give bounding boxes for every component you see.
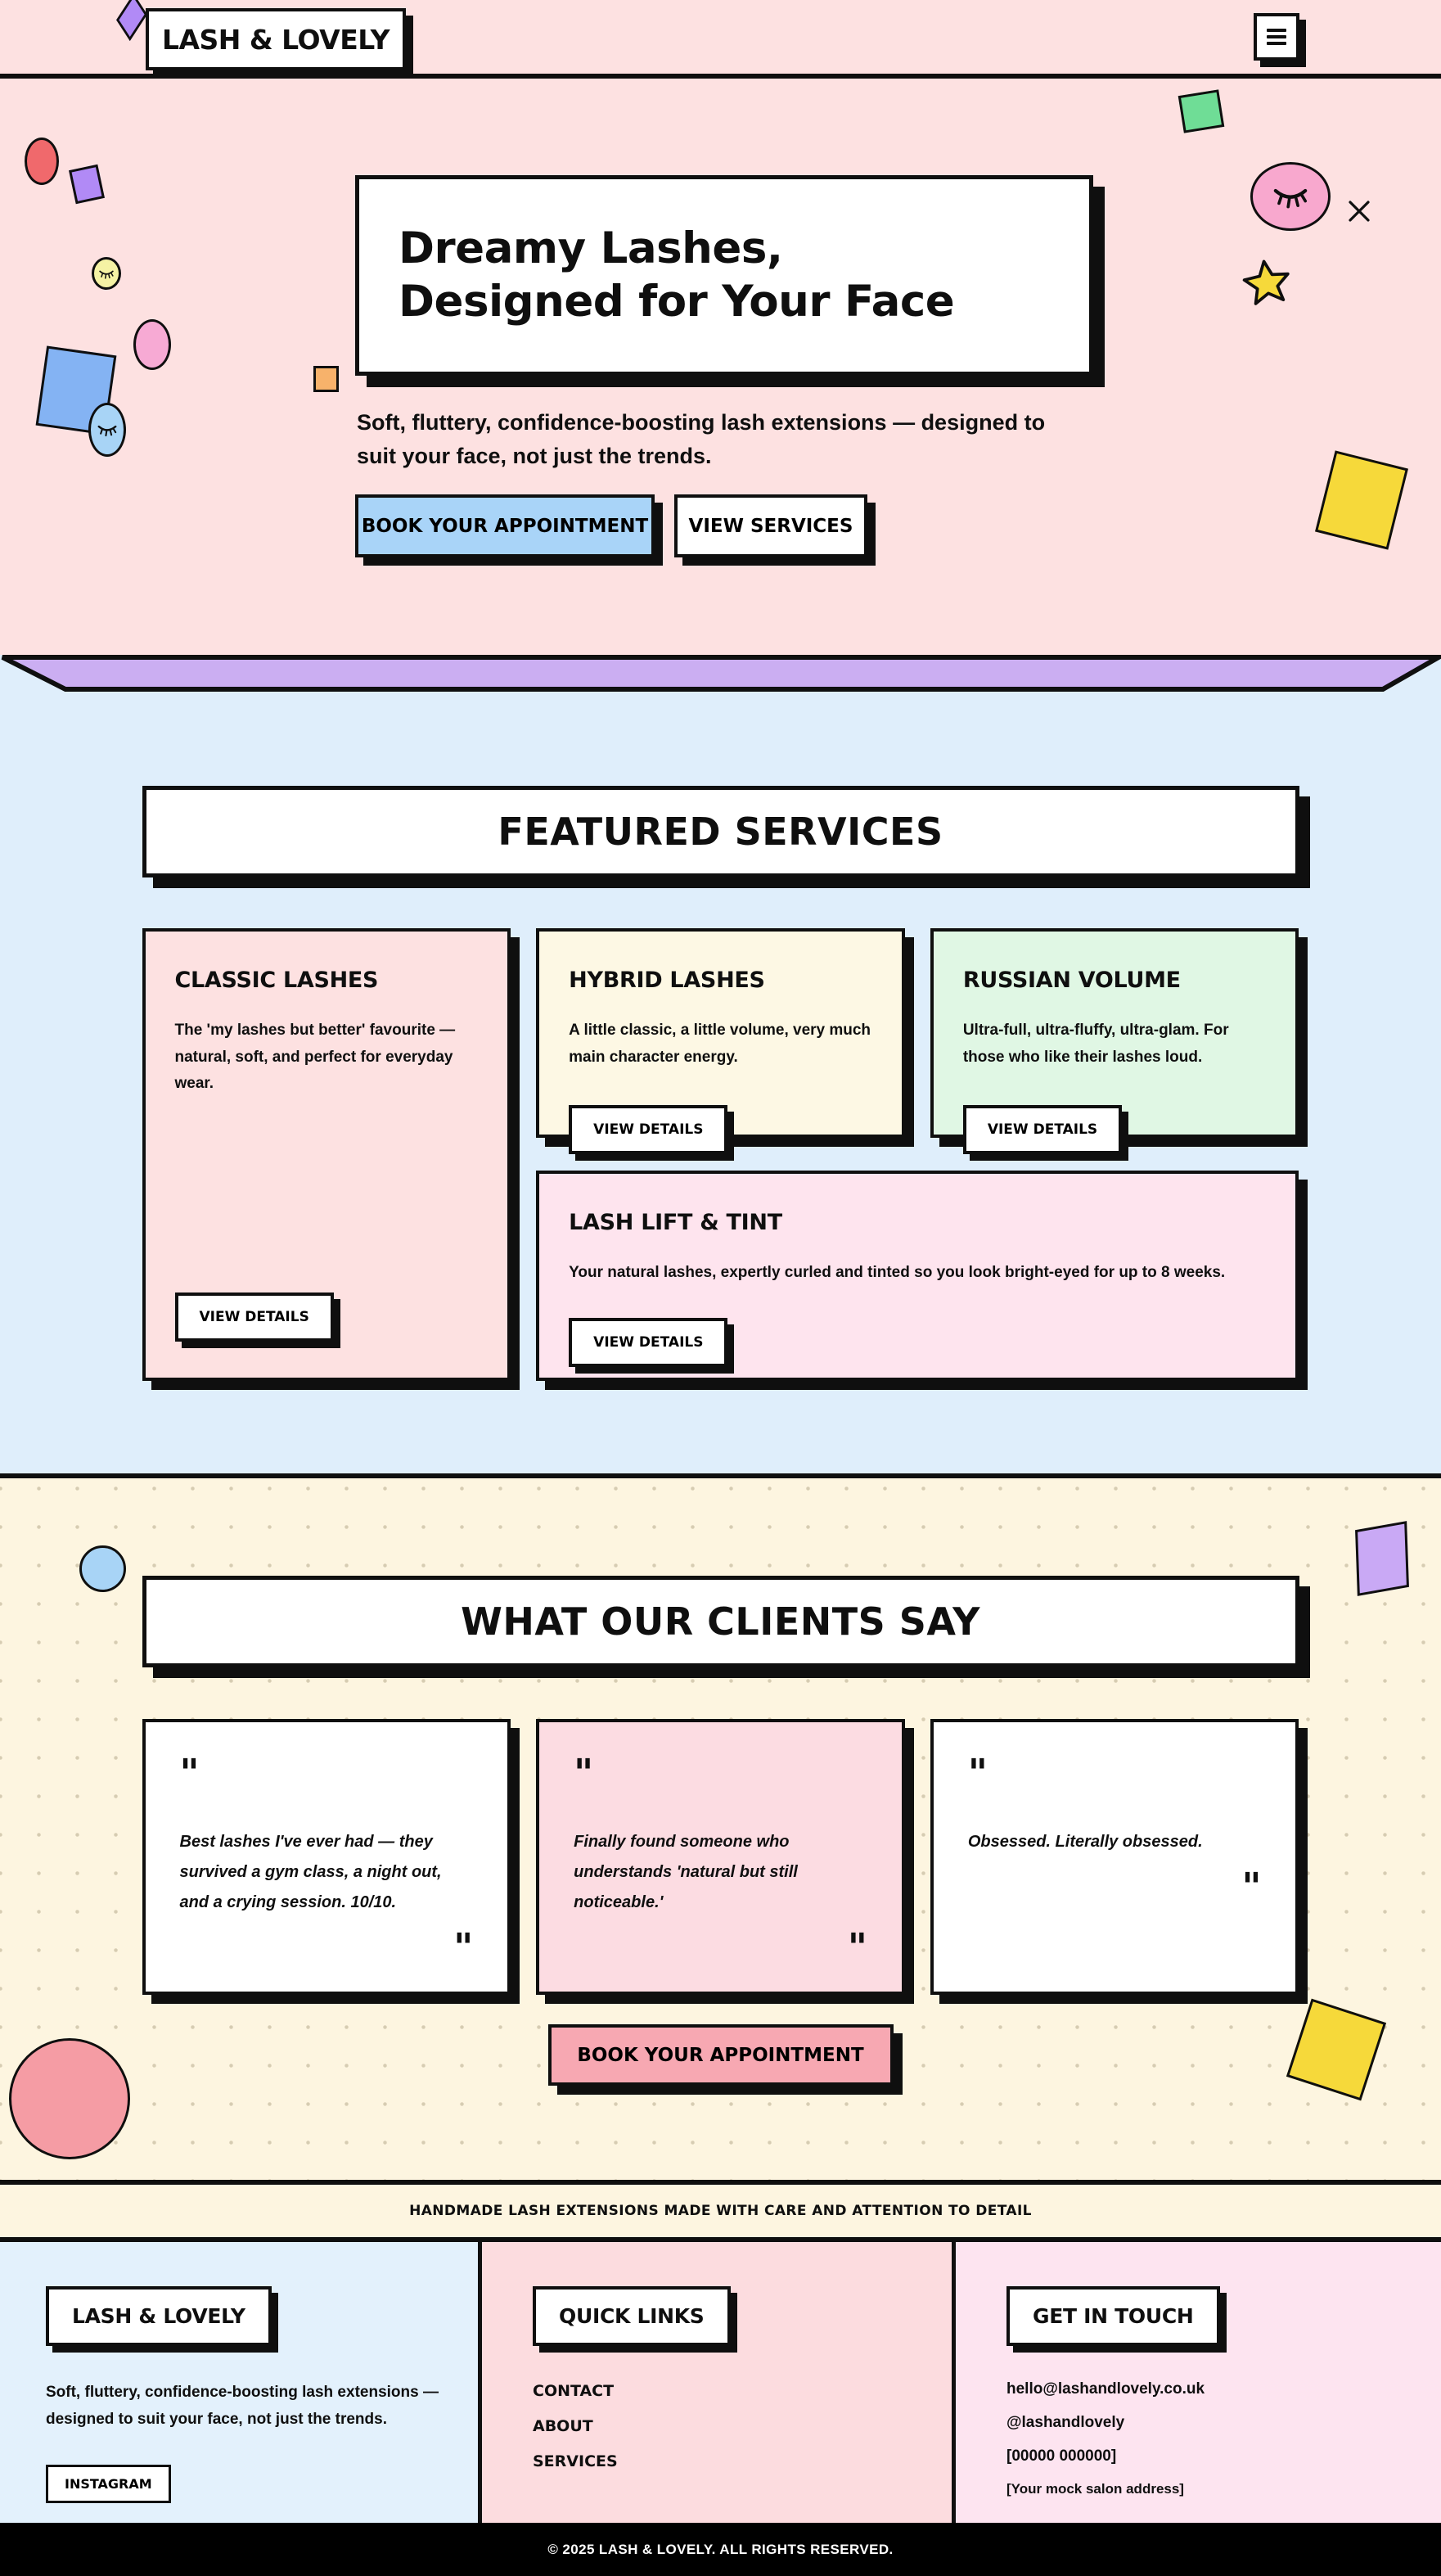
footer-links-column: QUICK LINKS CONTACT ABOUT SERVICES	[478, 2242, 956, 2523]
testimonial-card: " Obsessed. Literally obsessed. "	[930, 1719, 1299, 1995]
service-description: The 'my lashes but better' favourite — n…	[174, 1022, 456, 1093]
purple-square-shape	[69, 164, 105, 205]
quick-links-list: CONTACT ABOUT SERVICES	[533, 2382, 952, 2470]
closed-eye-icon	[1250, 162, 1331, 231]
close-quote-icon: "	[1241, 1865, 1262, 1909]
service-description: A little classic, a little volume, very …	[569, 1022, 871, 1066]
footer: LASH & LOVELY Soft, fluttery, confidence…	[0, 2242, 1441, 2523]
purple-diamond-shape	[116, 0, 147, 42]
footer-link-services[interactable]: SERVICES	[533, 2452, 618, 2470]
view-details-button[interactable]: VIEW DETAILS	[569, 1317, 728, 1367]
instagram-button[interactable]: INSTAGRAM	[46, 2464, 171, 2503]
header: LASH & LOVELY	[0, 0, 1441, 79]
service-card-classic-lashes: CLASSIC LASHES The 'my lashes but better…	[142, 928, 511, 1381]
purple-ribbon-shape	[1, 655, 1441, 692]
hero-subtitle: Soft, fluttery, confidence-boosting lash…	[357, 410, 1046, 468]
footer-link-contact[interactable]: CONTACT	[533, 2382, 615, 2400]
copyright-bar: © 2025 LASH & LOVELY. ALL RIGHTS RESERVE…	[0, 2523, 1441, 2576]
x-mark-icon	[1347, 199, 1371, 223]
service-description: Ultra-full, ultra-fluffy, ultra-glam. Fo…	[962, 1022, 1229, 1066]
view-details-button[interactable]: VIEW DETAILS	[962, 1105, 1123, 1155]
page-title: Dreamy Lashes, Designed for Your Face	[399, 223, 955, 328]
service-description: Your natural lashes, expertly curled and…	[569, 1264, 1226, 1281]
blue-circle-shape	[79, 1545, 126, 1592]
closed-eye-icon	[92, 257, 121, 290]
footer-link-about[interactable]: ABOUT	[533, 2417, 593, 2435]
yellow-diamond-shape	[1286, 1998, 1387, 2101]
logo-text: LASH & LOVELY	[161, 23, 390, 56]
star-icon	[1239, 255, 1294, 308]
hero-title-line2: Designed for Your Face	[399, 276, 955, 327]
contact-address: [Your mock salon address]	[1006, 2481, 1184, 2497]
quick-links-title: QUICK LINKS	[533, 2286, 731, 2346]
service-name: LASH LIFT & TINT	[569, 1210, 782, 1235]
services-title-box: FEATURED SERVICES	[142, 786, 1299, 877]
contact-instagram-handle[interactable]: @lashandlovely	[1006, 2414, 1125, 2431]
section-divider-ribbon	[0, 655, 1441, 692]
testimonials-title: WHAT OUR CLIENTS SAY	[461, 1599, 980, 1644]
testimonial-text: Finally found someone who understands 'n…	[574, 1833, 798, 1911]
close-quote-icon: "	[847, 1925, 867, 1969]
book-appointment-button[interactable]: BOOK YOUR APPOINTMENT	[547, 2024, 894, 2086]
closed-eye-icon	[88, 403, 126, 457]
coral-circle-shape	[9, 2038, 130, 2159]
open-quote-icon: "	[179, 1751, 200, 1795]
testimonial-card: " Finally found someone who understands …	[536, 1719, 905, 1995]
purple-parallelogram-shape	[1355, 1521, 1409, 1596]
hero-section: Dreamy Lashes, Designed for Your Face So…	[0, 79, 1441, 655]
service-card-hybrid-lashes: HYBRID LASHES A little classic, a little…	[536, 928, 905, 1155]
hero-title-line1: Dreamy Lashes,	[399, 223, 783, 273]
testimonial-text: Obsessed. Literally obsessed.	[967, 1833, 1203, 1851]
copyright-text: © 2025 LASH & LOVELY. ALL RIGHTS RESERVE…	[547, 2541, 894, 2557]
footer-description: Soft, fluttery, confidence-boosting lash…	[46, 2384, 439, 2429]
testimonials-grid: " Best lashes I've ever had — they survi…	[142, 1719, 1299, 1995]
services-title: FEATURED SERVICES	[498, 810, 943, 854]
testimonials-title-box: WHAT OUR CLIENTS SAY	[142, 1576, 1299, 1667]
open-quote-icon: "	[574, 1751, 594, 1795]
red-ellipse-shape	[25, 138, 59, 185]
testimonial-text: Best lashes I've ever had — they survive…	[179, 1833, 442, 1911]
tagline-band: HANDMADE LASH EXTENSIONS MADE WITH CARE …	[0, 2185, 1441, 2242]
service-name: RUSSIAN VOLUME	[962, 968, 1181, 993]
footer-logo: LASH & LOVELY	[46, 2286, 272, 2346]
pink-ellipse-shape	[133, 319, 171, 370]
tagline-text: HANDMADE LASH EXTENSIONS MADE WITH CARE …	[409, 2203, 1032, 2219]
book-appointment-button[interactable]: BOOK YOUR APPOINTMENT	[355, 494, 655, 557]
view-details-button[interactable]: VIEW DETAILS	[174, 1293, 334, 1342]
service-name: HYBRID LASHES	[569, 968, 765, 993]
footer-brand-column: LASH & LOVELY Soft, fluttery, confidence…	[0, 2242, 478, 2523]
logo: LASH & LOVELY	[146, 8, 406, 70]
testimonials-section: WHAT OUR CLIENTS SAY " Best lashes I've …	[0, 1478, 1441, 2185]
featured-services-section: FEATURED SERVICES CLASSIC LASHES The 'my…	[0, 692, 1441, 1478]
contact-email[interactable]: hello@lashandlovely.co.uk	[1006, 2380, 1205, 2398]
close-quote-icon: "	[453, 1925, 474, 1969]
service-card-russian-volume: RUSSIAN VOLUME Ultra-full, ultra-fluffy,…	[930, 928, 1299, 1155]
testimonial-card: " Best lashes I've ever had — they survi…	[142, 1719, 511, 1995]
orange-square-shape	[313, 366, 339, 392]
service-name: CLASSIC LASHES	[174, 968, 379, 993]
green-square-shape	[1178, 89, 1225, 133]
footer-contact-column: GET IN TOUCH hello@lashandlovely.co.uk @…	[956, 2242, 1441, 2523]
hamburger-icon	[1267, 29, 1286, 45]
service-card-lash-lift-tint: LASH LIFT & TINT Your natural lashes, ex…	[536, 1171, 1299, 1381]
view-details-button[interactable]: VIEW DETAILS	[569, 1105, 728, 1155]
hero-card: Dreamy Lashes, Designed for Your Face	[355, 175, 1093, 376]
get-in-touch-title: GET IN TOUCH	[1006, 2286, 1220, 2346]
yellow-square-shape	[1315, 450, 1408, 550]
contact-list: hello@lashandlovely.co.uk @lashandlovely…	[1006, 2380, 1441, 2497]
contact-phone: [00000 000000]	[1006, 2447, 1117, 2465]
menu-button[interactable]	[1254, 13, 1299, 61]
services-grid: CLASSIC LASHES The 'my lashes but better…	[142, 928, 1299, 1381]
open-quote-icon: "	[967, 1751, 988, 1795]
view-services-button[interactable]: VIEW SERVICES	[674, 494, 867, 557]
